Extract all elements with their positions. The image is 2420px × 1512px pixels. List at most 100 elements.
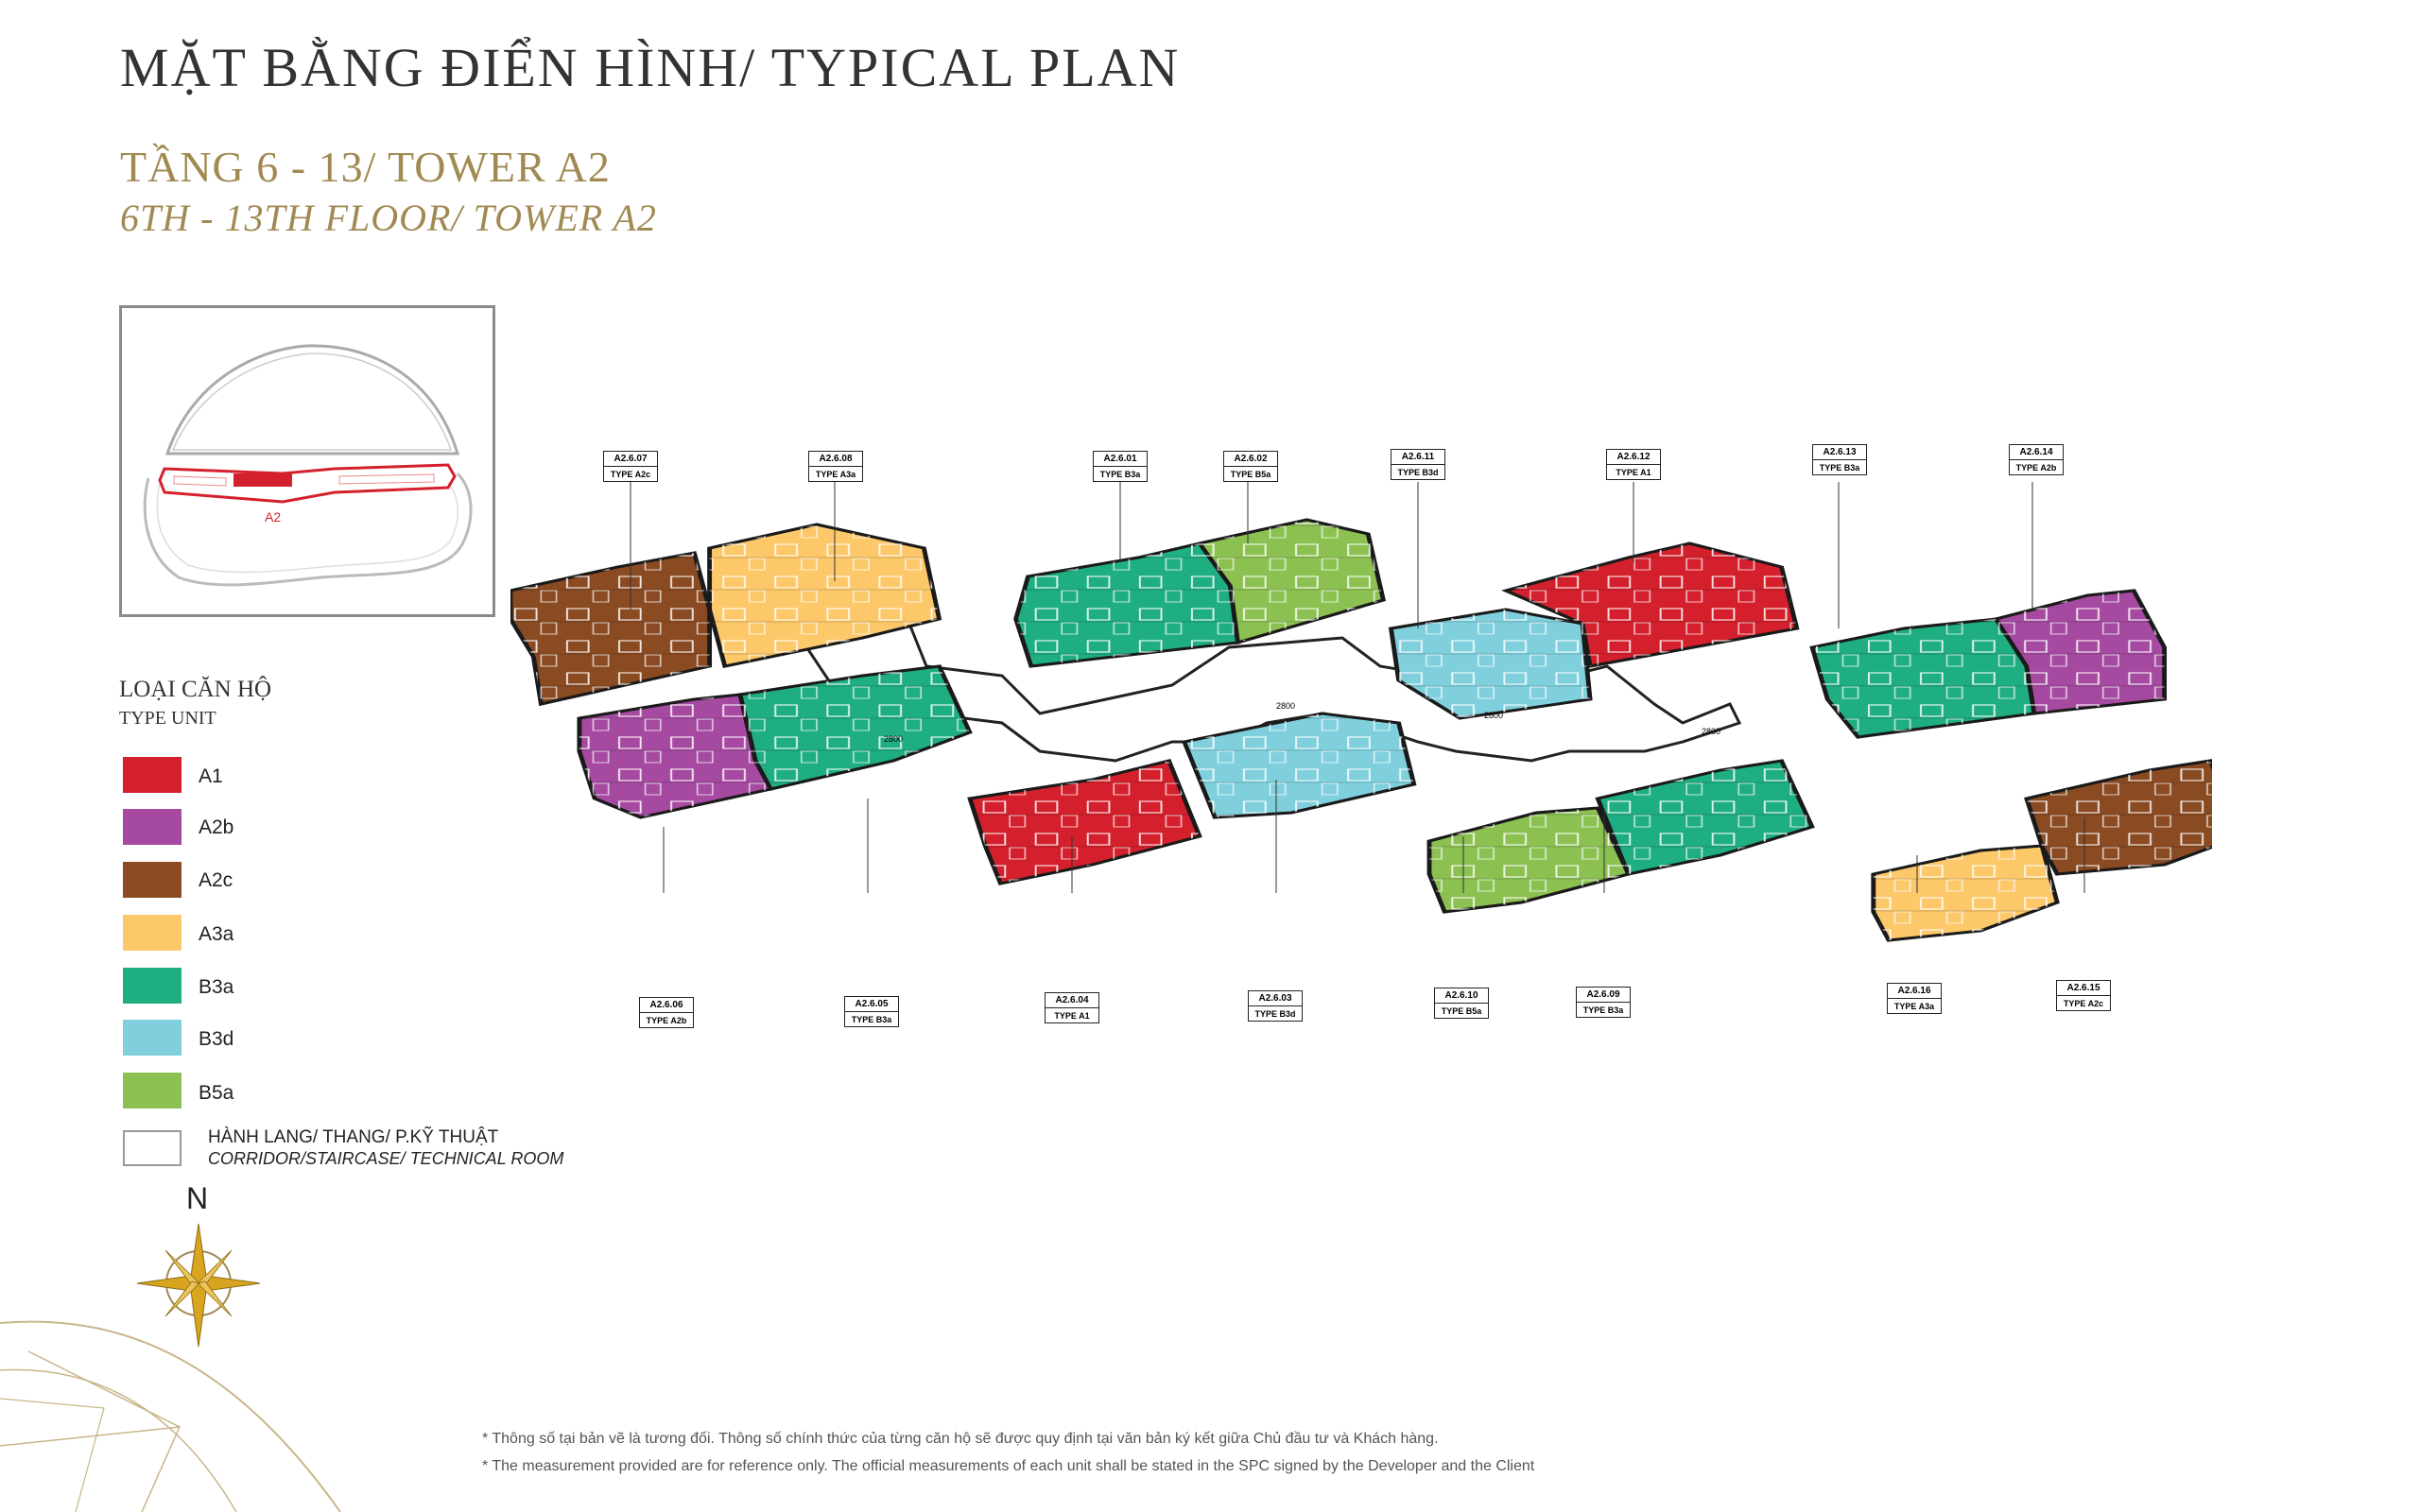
unit-type: TYPE A2c: [610, 470, 651, 479]
key-plan-tower-label: A2: [265, 509, 282, 524]
unit-block-a2-6-12-rooms: [1506, 543, 1797, 666]
legend-title: LOẠI CĂN HỘ: [119, 677, 272, 702]
floor-plan: 2800 2800 2800 2800: [510, 482, 2212, 942]
unit-block-a2-6-11-rooms: [1391, 610, 1591, 718]
disclaimer-vi: * Thông số tại bản vẽ là tương đối. Thôn…: [482, 1431, 1439, 1447]
unit-type: TYPE A3a: [815, 470, 856, 479]
legend-label-corridor-en: CORRIDOR/STAIRCASE/ TECHNICAL ROOM: [208, 1149, 564, 1168]
unit-type: TYPE B3a: [851, 1015, 892, 1024]
unit-block-a2-6-09-rooms: [1598, 761, 1812, 874]
unit-type: TYPE A1: [1054, 1011, 1090, 1021]
legend-swatch-a1: [123, 757, 182, 793]
legend-swatch-b3a: [123, 968, 182, 1004]
unit-block-a2-6-02-rooms: [1200, 520, 1384, 643]
legend-label-b5a: B5a: [199, 1082, 234, 1104]
unit-type: TYPE B3a: [1582, 1005, 1624, 1015]
floor-subtitle-vi: TẦNG 6 - 13/ TOWER A2: [120, 143, 611, 191]
legend-label-a2b: A2b: [199, 816, 234, 838]
corridor-dim-4: 2800: [1702, 727, 1720, 736]
legend-label-b3d: B3d: [199, 1028, 234, 1050]
north-label: N: [186, 1181, 209, 1215]
compass-rose-icon: [136, 1223, 261, 1348]
unit-code: A2.6.16: [1888, 984, 1941, 999]
legend-swatch-a2b: [123, 809, 182, 845]
unit-block-a2-6-08-rooms: [709, 524, 940, 666]
unit-code: A2.6.13: [1813, 445, 1866, 460]
legend-label-b3a: B3a: [199, 976, 234, 998]
corridor-dim-3: 2800: [1484, 711, 1503, 720]
corridor-dim-2: 2800: [1276, 701, 1295, 711]
unit-type: TYPE A2b: [2015, 463, 2057, 472]
unit-block-a2-6-15-rooms: [2026, 761, 2212, 874]
corridor-dim-1: 2800: [884, 734, 903, 744]
unit-block-a2-6-10-rooms: [1429, 808, 1629, 912]
unit-block-a2-6-03-rooms: [1184, 713, 1414, 817]
unit-type: TYPE A2c: [2063, 999, 2104, 1008]
unit-block-a2-6-01-rooms: [1015, 543, 1238, 666]
unit-code: A2.6.15: [2057, 981, 2110, 996]
unit-blocks: [510, 518, 2212, 942]
unit-code: A2.6.01: [1094, 452, 1147, 467]
legend-subtitle: TYPE UNIT: [119, 708, 216, 729]
unit-type: TYPE B3d: [1254, 1009, 1296, 1019]
legend-label-a3a: A3a: [199, 923, 234, 945]
decorative-globe-lines: [0, 1320, 341, 1512]
unit-type: TYPE B3a: [1819, 463, 1860, 472]
unit-code: A2.6.12: [1607, 450, 1660, 465]
unit-code: A2.6.09: [1577, 988, 1630, 1003]
unit-block-a2-6-04-rooms: [970, 761, 1200, 884]
unit-type: TYPE B5a: [1230, 470, 1271, 479]
legend-swatch-b3d: [123, 1020, 182, 1056]
unit-type: TYPE B3d: [1397, 468, 1439, 477]
legend-label-a2c: A2c: [199, 869, 233, 891]
unit-code: A2.6.14: [2010, 445, 2063, 460]
key-plan-drawing: [143, 344, 473, 587]
unit-code: A2.6.03: [1249, 991, 1302, 1006]
key-plan: A2: [119, 305, 495, 617]
legend-swatch-b5a: [123, 1073, 182, 1108]
unit-type: TYPE B5a: [1441, 1006, 1482, 1016]
unit-block-a2-6-16-rooms: [1873, 846, 2058, 940]
unit-block-a2-6-14-rooms: [1996, 591, 2165, 713]
unit-code: A2.6.10: [1435, 988, 1488, 1004]
unit-type: TYPE A1: [1616, 468, 1651, 477]
unit-block-a2-6-05-rooms: [740, 666, 970, 789]
unit-code: A2.6.11: [1392, 450, 1444, 465]
unit-code: A2.6.05: [845, 997, 898, 1012]
unit-code: A2.6.02: [1224, 452, 1277, 467]
unit-code: A2.6.04: [1046, 993, 1098, 1008]
disclaimer-en: * The measurement provided are for refer…: [482, 1458, 1535, 1474]
unit-type: TYPE B3a: [1099, 470, 1141, 479]
legend-swatch-a3a: [123, 915, 182, 951]
unit-block-a2-6-13-rooms: [1812, 619, 2034, 737]
unit-block-a2-6-06-rooms: [579, 695, 771, 817]
leader-lines: [630, 482, 2085, 893]
unit-type: TYPE A3a: [1893, 1002, 1935, 1011]
corridor-core: [791, 598, 1742, 763]
unit-code: A2.6.06: [640, 998, 693, 1013]
unit-code: A2.6.07: [604, 452, 657, 467]
legend-label-corridor-vi: HÀNH LANG/ THANG/ P.KỸ THUẬT: [208, 1127, 499, 1147]
unit-block-a2-6-07-rooms: [510, 553, 710, 704]
legend-label-a1: A1: [199, 765, 223, 787]
legend-swatch-a2c: [123, 862, 182, 898]
unit-code: A2.6.08: [809, 452, 862, 467]
page-title: MẶT BẰNG ĐIỂN HÌNH/ TYPICAL PLAN: [120, 37, 1181, 98]
floor-subtitle-en: 6TH - 13TH FLOOR/ TOWER A2: [120, 197, 657, 239]
